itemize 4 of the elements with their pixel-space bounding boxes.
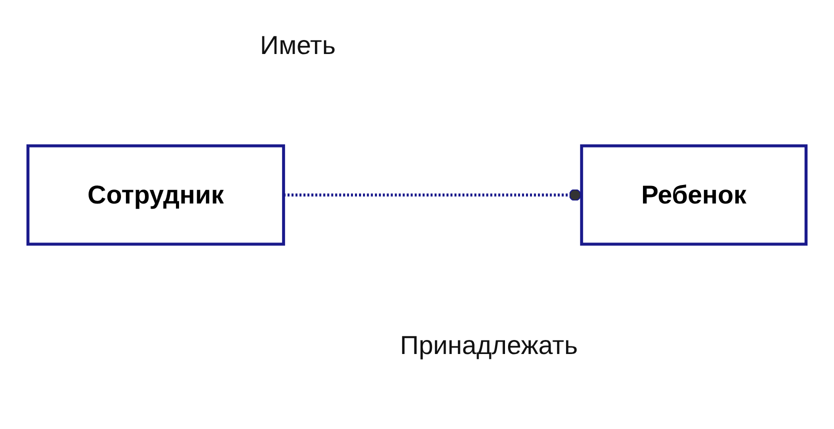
relationship-label: Принадлежать [400, 330, 578, 361]
node-box: Ребенок [580, 144, 808, 246]
node-box: Сотрудник [26, 144, 286, 246]
relationship-label: Иметь [260, 30, 336, 61]
